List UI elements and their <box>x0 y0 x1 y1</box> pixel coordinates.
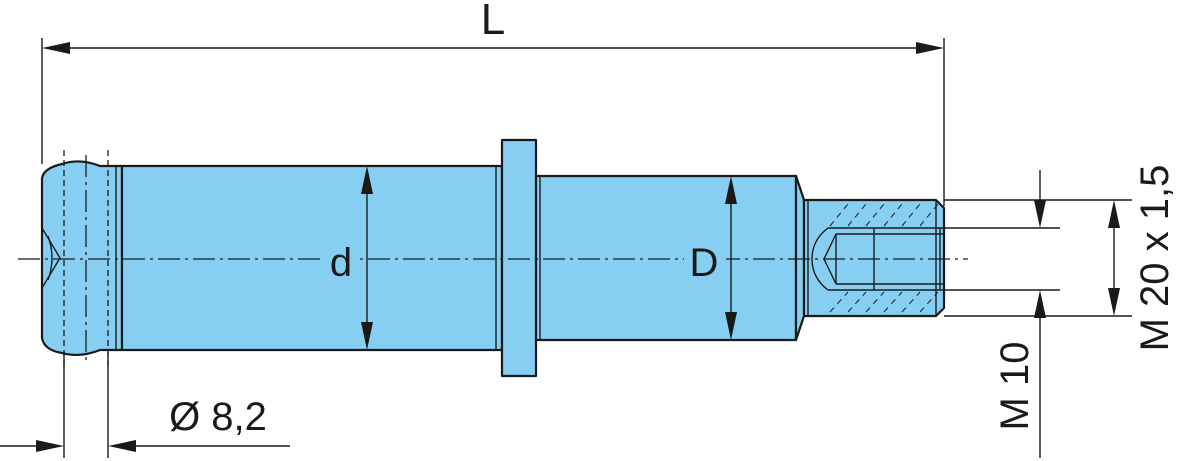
shaft-flange <box>500 138 538 378</box>
dimension-outer-thread <box>944 199 1132 317</box>
dimension-hole-diameter <box>0 352 290 458</box>
large-diameter-label: D <box>690 241 719 285</box>
length-label: L <box>481 0 505 44</box>
outer-thread-label: M 20 x 1,5 <box>1133 165 1177 352</box>
shaft-section-d <box>120 164 504 352</box>
dimension-small-diameter <box>361 166 373 350</box>
inner-thread-label: M 10 <box>993 342 1037 431</box>
dimension-inner-thread <box>944 170 1060 458</box>
shaft-body <box>40 138 946 378</box>
dimension-length <box>41 38 945 206</box>
hole-diameter-label: Ø 8,2 <box>169 395 267 439</box>
shaft-section-D <box>534 174 798 342</box>
shaft-left-head <box>40 160 124 357</box>
dimension-large-diameter <box>725 176 737 340</box>
small-diameter-label: d <box>330 241 352 285</box>
D-label-bg <box>684 238 726 282</box>
shaft-step-chamfer <box>794 174 806 342</box>
d-label-bg <box>322 238 360 282</box>
